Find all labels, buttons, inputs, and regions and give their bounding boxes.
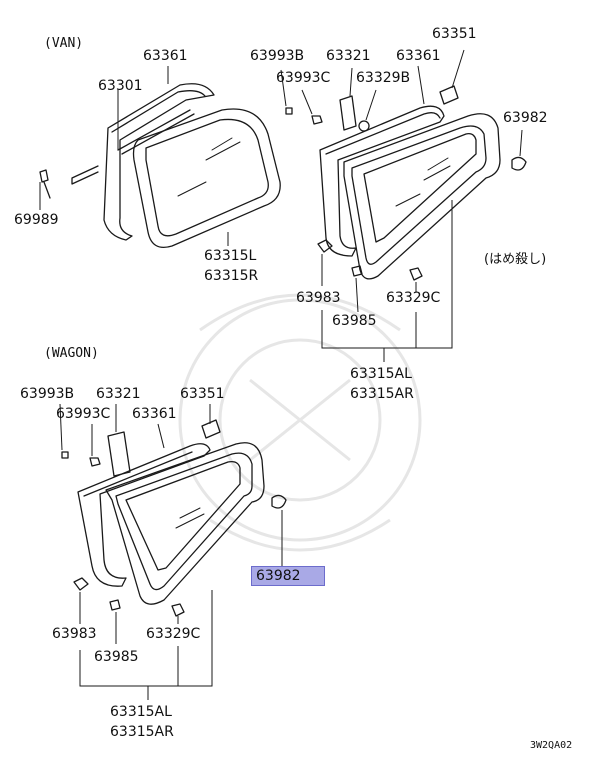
- part-label-63983: 63983: [296, 290, 341, 306]
- part-label-69989: 69989: [14, 212, 59, 228]
- watermark-emblem: [178, 293, 422, 552]
- wagon-cap-63351: [201, 419, 221, 439]
- wagon-bolt-63993c: [89, 457, 101, 467]
- wagon-cap-63982: [271, 494, 287, 509]
- part-label-63985: 63985: [332, 313, 377, 329]
- part-label-63361: 63361: [143, 48, 188, 64]
- part-label-63982-highlighted[interactable]: 63982: [251, 566, 325, 586]
- part-label-63993b: 63993B: [20, 386, 75, 402]
- part-label-63321: 63321: [326, 48, 371, 64]
- van-channel: [117, 109, 191, 151]
- part-label-63985: 63985: [94, 649, 139, 665]
- part-label-63315l: 63315L: [204, 248, 257, 264]
- van-section-label: (VAN): [44, 36, 84, 51]
- van-clip-63983: [317, 239, 333, 253]
- part-label-63983: 63983: [52, 626, 97, 642]
- part-label-63982: 63982: [503, 110, 548, 126]
- van-cap-63982: [511, 156, 527, 171]
- van-cap-63351: [439, 85, 459, 105]
- van-grommet-63329c: [409, 267, 423, 281]
- van-screw-69989: [39, 169, 49, 183]
- van-weatherstrip-63301: [103, 83, 215, 241]
- wagon-latch-63321: [107, 431, 131, 477]
- part-label-63993b: 63993B: [250, 48, 305, 64]
- wagon-frame: [77, 443, 211, 587]
- van-bolt-63993c: [311, 115, 323, 125]
- part-label-63993c: 63993C: [56, 406, 111, 422]
- part-label-63361: 63361: [132, 406, 177, 422]
- diagram-code: 3W2QA02: [530, 740, 573, 751]
- part-label-63315al: 63315AL: [350, 366, 412, 382]
- van-screw-63985: [351, 265, 363, 277]
- part-label-63315al: 63315AL: [110, 704, 172, 720]
- part-label-63329c: 63329C: [146, 626, 201, 642]
- part-label-63329b: 63329B: [356, 70, 411, 86]
- part-label-63315ar: 63315AR: [110, 724, 174, 740]
- part-label-63351: 63351: [180, 386, 225, 402]
- wagon-grommet-63329c: [171, 603, 185, 617]
- wagon-clip-63983: [73, 577, 89, 591]
- van-glass-63315a: [343, 113, 501, 280]
- part-label-63993c: 63993C: [276, 70, 331, 86]
- part-label-63315ar: 63315AR: [350, 386, 414, 402]
- van-note-label: (はめ殺し): [484, 252, 547, 267]
- van-grommet-63329b: [358, 120, 370, 132]
- van-glass-63315: [132, 108, 281, 249]
- van-bolt-63993b: [285, 107, 293, 115]
- part-label-63329c: 63329C: [386, 290, 441, 306]
- part-label-63361: 63361: [396, 48, 441, 64]
- part-label-63321: 63321: [96, 386, 141, 402]
- wagon-section-label: (WAGON): [44, 346, 99, 361]
- part-label-63301: 63301: [98, 78, 143, 94]
- part-label-63351: 63351: [432, 26, 477, 42]
- wagon-bolt-63993b: [61, 451, 69, 459]
- wagon-glass: [105, 442, 265, 605]
- van-latch-63321: [339, 95, 357, 131]
- wagon-screw-63985: [109, 599, 121, 611]
- part-label-63315r: 63315R: [204, 268, 259, 284]
- van-frame: [319, 105, 445, 257]
